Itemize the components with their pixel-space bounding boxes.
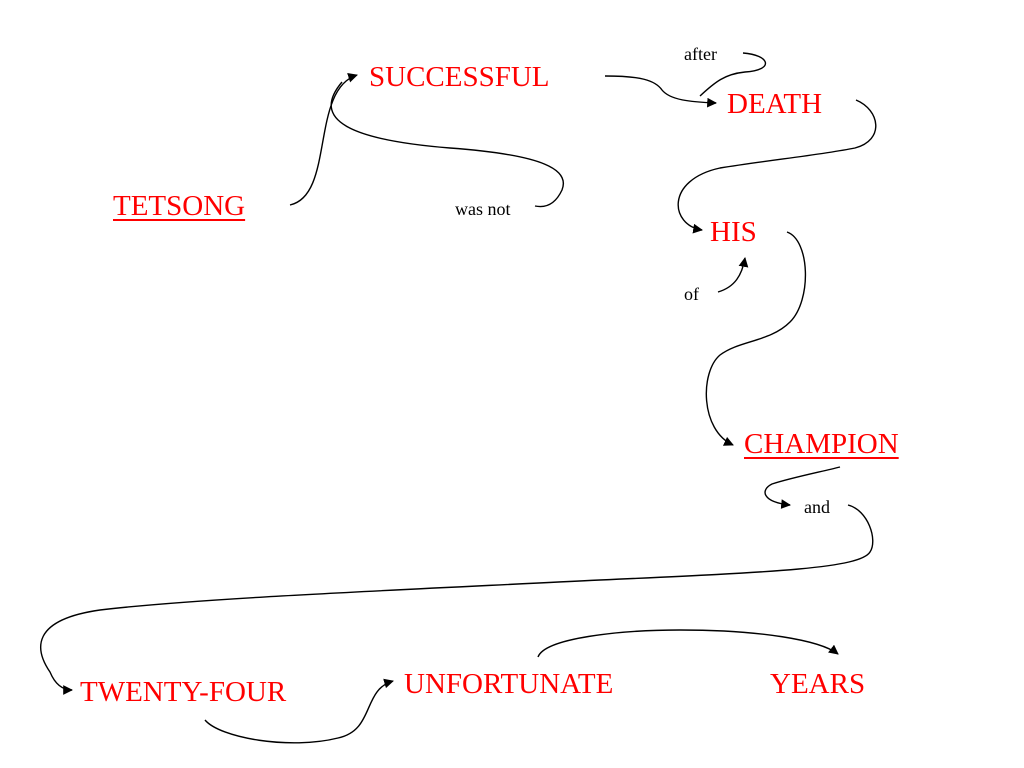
arrow-of-to-his bbox=[717, 257, 749, 293]
arrow-his-to-champion bbox=[705, 231, 807, 446]
word-years: YEARS bbox=[770, 668, 866, 700]
arrow-death-to-his bbox=[677, 99, 877, 234]
link-after: after bbox=[684, 44, 717, 64]
link-of: of bbox=[684, 284, 699, 304]
arrow-tetsong-to-successful bbox=[289, 73, 358, 206]
word-his: HIS bbox=[710, 216, 757, 248]
curve-after bbox=[699, 52, 767, 97]
word-twenty-four: TWENTY-FOUR bbox=[80, 676, 287, 708]
arrow-and-to-twenty-four bbox=[40, 504, 874, 695]
word-tetsong: TETSONG bbox=[113, 190, 246, 222]
arrow-twenty-four-to-unfortunate bbox=[204, 678, 394, 744]
word-death: DEATH bbox=[727, 88, 823, 120]
arrow-champion-to-and bbox=[764, 466, 841, 509]
word-unfortunate: UNFORTUNATE bbox=[404, 668, 614, 700]
arrow-successful-to-death bbox=[604, 75, 717, 108]
word-successful: SUCCESSFUL bbox=[369, 61, 550, 93]
curve-was-not bbox=[330, 81, 564, 208]
link-was-not: was not bbox=[455, 199, 511, 219]
word-champion: CHAMPION bbox=[744, 428, 899, 460]
arrow-unfortunate-to-years bbox=[537, 629, 839, 658]
link-and: and bbox=[804, 497, 830, 517]
